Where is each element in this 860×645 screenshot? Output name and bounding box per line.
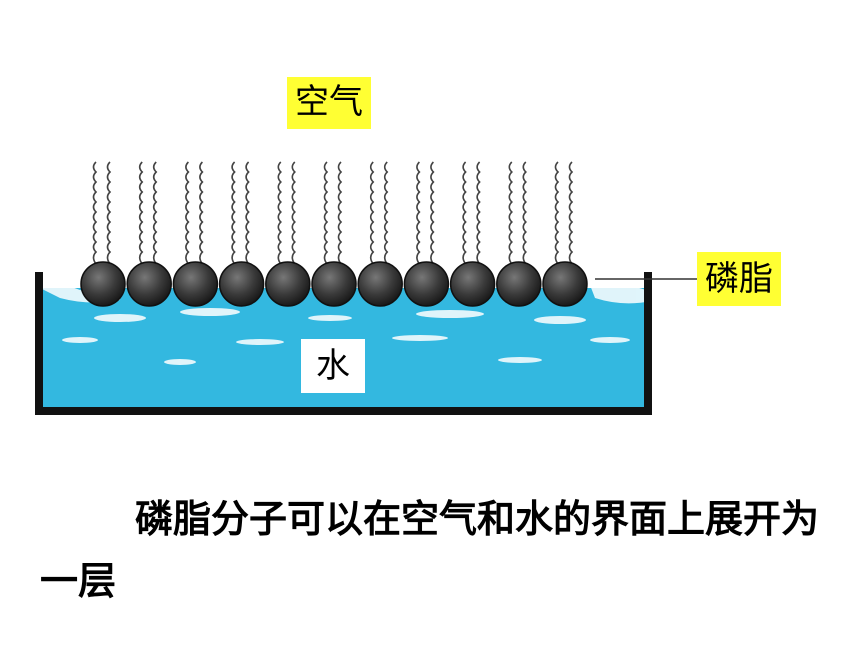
fatty-acid-tail (152, 161, 158, 265)
fatty-acid-tail (430, 161, 435, 265)
fatty-acid-tail (337, 161, 343, 265)
water-label: 水 (301, 339, 365, 393)
fatty-acid-tail (92, 161, 98, 265)
phospholipid-head (542, 261, 588, 307)
phospholipid-head (80, 261, 126, 307)
fatty-acid-tail (277, 161, 282, 265)
fatty-acid-tail (568, 161, 574, 265)
fatty-acid-tail (369, 161, 375, 265)
phospholipid-label: 磷脂 (697, 252, 781, 306)
fatty-acid-tail (383, 161, 389, 265)
fatty-acid-tail (522, 161, 527, 265)
fatty-acid-tail (185, 161, 190, 265)
phospholipid-head (126, 261, 172, 307)
fatty-acid-tail (199, 161, 204, 265)
phospholipid-head (449, 261, 496, 307)
fatty-acid-tail (508, 161, 513, 265)
fatty-acid-tail (245, 161, 250, 265)
fatty-acid-tail (106, 161, 112, 265)
phospholipid-head (496, 261, 542, 307)
phospholipid-tails (92, 161, 574, 265)
phospholipid-head (172, 261, 219, 307)
fatty-acid-tail (462, 161, 467, 265)
phospholipid-head (403, 261, 450, 307)
container (35, 272, 652, 415)
fatty-acid-tail (416, 161, 421, 265)
fatty-acid-tail (476, 161, 481, 265)
phospholipid-head (311, 261, 357, 307)
phospholipid-head (218, 261, 265, 307)
phospholipid-head (357, 261, 403, 307)
water-ripples (40, 283, 646, 365)
phospholipid-head (265, 261, 311, 307)
air-label: 空气 (287, 77, 371, 129)
fatty-acid-tail (554, 161, 560, 265)
caption-text: 磷脂分子可以在空气和水的界面上展开为一层 (40, 497, 820, 603)
fatty-acid-tail (138, 161, 144, 265)
fatty-acid-tail (323, 161, 329, 265)
fatty-acid-tail (231, 161, 236, 265)
fatty-acid-tail (291, 161, 296, 265)
phospholipid-heads (80, 261, 588, 307)
